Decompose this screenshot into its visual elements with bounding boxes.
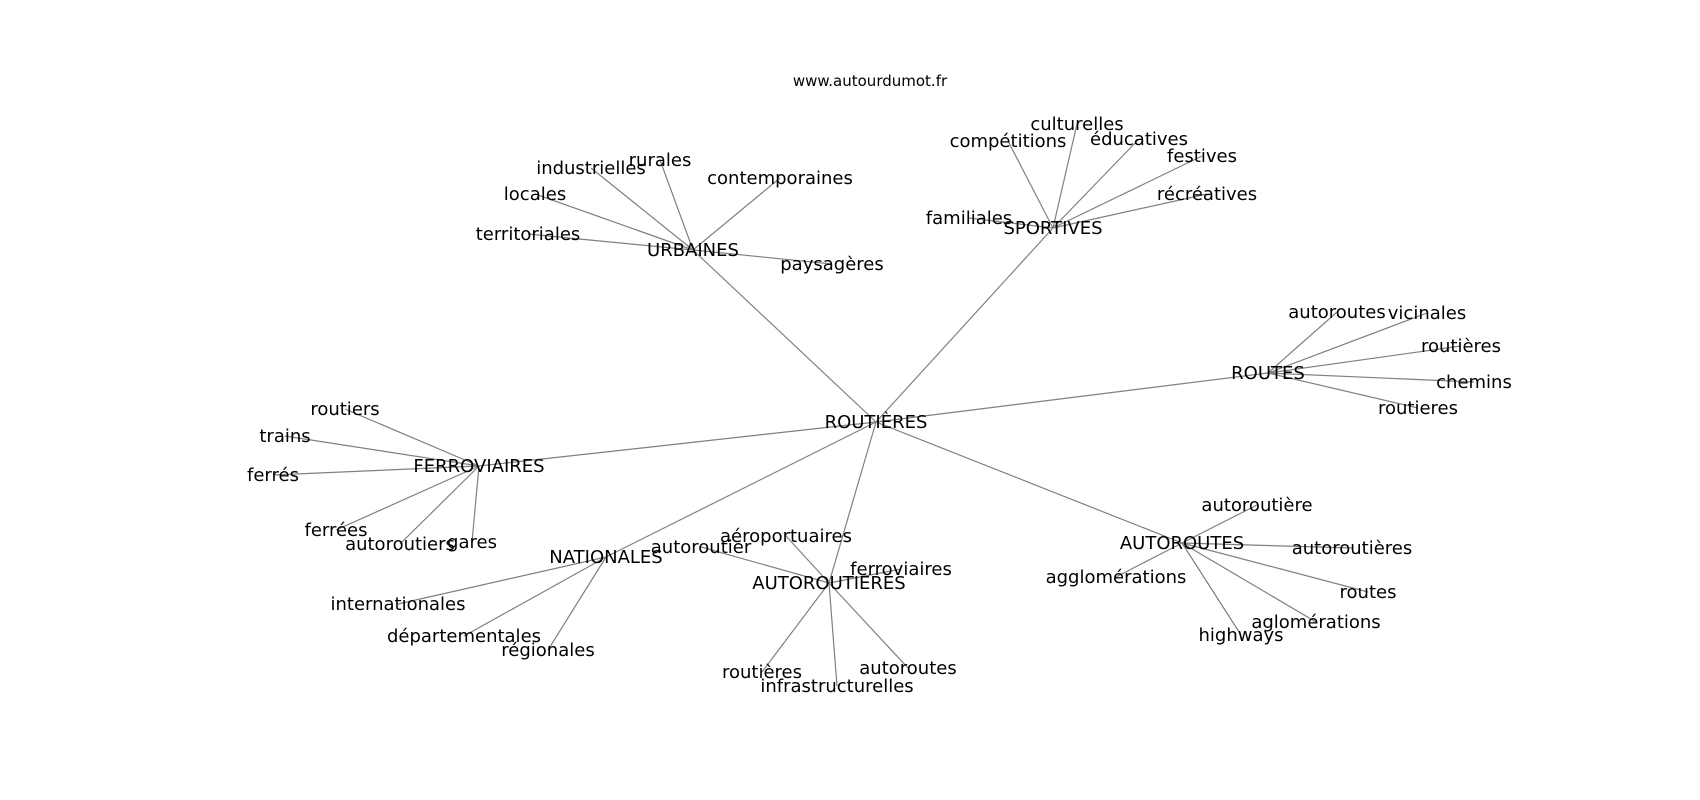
edge-urbaines-territoriales bbox=[527, 233, 694, 251]
node-leaf-sportives-recreatives: récréatives bbox=[1157, 184, 1257, 205]
node-leaf-routes-vicinales: vicinales bbox=[1388, 303, 1466, 324]
node-leaf-sportives-competitions: compétitions bbox=[950, 131, 1067, 152]
node-leaf-autoroutieres-autoroutier: autoroutier bbox=[651, 537, 752, 558]
edge-sportives-educatives bbox=[1052, 138, 1140, 229]
edge-routes-vicinales bbox=[1267, 312, 1428, 374]
edge-autoroutieres-autoroutes bbox=[828, 582, 909, 669]
edge-sportives-culturelles bbox=[1052, 123, 1078, 229]
edge-autoroutes-aglomerations bbox=[1181, 542, 1317, 623]
node-leaf-sportives-festives: festives bbox=[1167, 146, 1237, 167]
edge-center-ferroviaires bbox=[478, 421, 877, 467]
node-leaf-sportives-familiales: familiales bbox=[926, 208, 1012, 229]
node-leaf-ferroviaires-autoroutiers: autoroutiers bbox=[345, 534, 455, 555]
edge-routes-autoroutes bbox=[1267, 311, 1338, 374]
node-leaf-ferroviaires-gares: gares bbox=[447, 532, 497, 553]
node-leaf-autoroutieres-infrastructurelles: infrastructurelles bbox=[760, 676, 913, 697]
edge-ferroviaires-trains bbox=[284, 435, 480, 467]
edge-nationales-regionales bbox=[547, 556, 607, 651]
node-hub-nationales: NATIONALES bbox=[549, 547, 662, 568]
edge-autoroutieres-ferroviaires bbox=[828, 568, 902, 584]
node-leaf-urbaines-rurales: rurales bbox=[629, 150, 692, 171]
node-leaf-nationales-regionales: régionales bbox=[501, 640, 594, 661]
edge-autoroutes-agglomerations bbox=[1115, 542, 1183, 578]
node-leaf-ferroviaires-ferres: ferrés bbox=[247, 465, 299, 486]
node-hub-ferroviaires: FERROVIAIRES bbox=[413, 456, 544, 477]
edge-center-urbaines bbox=[692, 249, 877, 423]
edge-urbaines-contemporaines bbox=[692, 177, 781, 251]
edge-autoroutieres-aeroportuaires bbox=[785, 535, 830, 584]
node-leaf-routes-routieres: routieres bbox=[1378, 398, 1458, 419]
node-leaf-ferroviaires-trains: trains bbox=[259, 426, 310, 447]
edge-urbaines-rurales bbox=[659, 159, 694, 251]
node-leaf-autoroutes-agglomerations: agglomérations bbox=[1046, 567, 1187, 588]
node-leaf-urbaines-locales: locales bbox=[504, 184, 566, 205]
node-leaf-autoroutieres-ferroviaires: ferroviaires bbox=[850, 559, 952, 580]
edge-urbaines-industrielles bbox=[590, 167, 694, 251]
edge-nationales-internationales bbox=[397, 556, 607, 605]
node-leaf-nationales-departementales: départementales bbox=[387, 626, 541, 647]
edge-sportives-competitions bbox=[1007, 140, 1054, 229]
edge-center-nationales bbox=[605, 421, 877, 558]
node-hub-autoroutes: AUTOROUTES bbox=[1120, 533, 1244, 554]
source-label: www.autourdumot.fr bbox=[793, 72, 948, 90]
node-leaf-sportives-educatives: éducatives bbox=[1090, 129, 1188, 150]
edge-center-autoroutieres bbox=[828, 421, 877, 584]
edge-routes-routieres bbox=[1267, 345, 1462, 374]
edge-sportives-familiales bbox=[968, 217, 1054, 229]
edge-routes-chemins bbox=[1267, 372, 1475, 383]
edge-nationales-departementales bbox=[463, 556, 607, 637]
node-leaf-nationales-internationales: internationales bbox=[330, 594, 465, 615]
node-leaf-routes-autoroutes: autoroutes bbox=[1288, 302, 1385, 323]
edge-sportives-festives bbox=[1052, 155, 1203, 229]
edges bbox=[272, 123, 1475, 687]
edge-center-sportives bbox=[875, 227, 1054, 423]
node-leaf-autoroutes-routes: routes bbox=[1340, 582, 1397, 603]
edge-autoroutes-autoroutieres bbox=[1181, 542, 1353, 549]
edge-autoroutes-routes bbox=[1181, 542, 1369, 593]
node-center: ROUTIÈRES bbox=[825, 411, 928, 433]
node-hub-routes: ROUTES bbox=[1231, 363, 1305, 384]
edge-routes-routieres bbox=[1267, 372, 1419, 409]
node-hub-sportives: SPORTIVES bbox=[1003, 218, 1102, 239]
edge-sportives-recreatives bbox=[1052, 193, 1208, 229]
node-leaf-urbaines-paysageres: paysagères bbox=[780, 254, 883, 275]
node-leaf-autoroutes-highways: highways bbox=[1198, 625, 1283, 646]
edge-ferroviaires-gares bbox=[471, 465, 480, 543]
edge-urbaines-paysageres bbox=[692, 249, 833, 265]
edge-autoroutieres-infrastructurelles bbox=[828, 582, 838, 687]
edge-autoroutieres-autoroutier bbox=[700, 546, 830, 584]
node-leaf-routes-chemins: chemins bbox=[1436, 372, 1512, 393]
node-leaf-autoroutes-autoroutiere: autoroutière bbox=[1201, 495, 1312, 516]
node-leaf-routes-routieres: routières bbox=[1421, 336, 1501, 357]
edge-urbaines-locales bbox=[534, 193, 694, 251]
node-leaf-urbaines-contemporaines: contemporaines bbox=[707, 168, 853, 189]
node-leaf-urbaines-industrielles: industrielles bbox=[536, 158, 646, 179]
node-leaf-autoroutes-autoroutieres: autoroutières bbox=[1292, 538, 1413, 559]
edge-ferroviaires-routiers bbox=[344, 408, 480, 467]
node-leaf-sportives-culturelles: culturelles bbox=[1030, 114, 1123, 135]
edge-ferroviaires-autoroutiers bbox=[399, 465, 480, 545]
edge-center-autoroutes bbox=[875, 421, 1183, 544]
node-leaf-urbaines-territoriales: territoriales bbox=[476, 224, 581, 245]
node-leaf-autoroutieres-routieres: routières bbox=[722, 662, 802, 683]
node-hub-autoroutieres: AUTOROUTIERES bbox=[752, 573, 905, 594]
edge-autoroutes-highways bbox=[1181, 542, 1242, 636]
node-leaf-autoroutieres-autoroutes: autoroutes bbox=[859, 658, 956, 679]
node-leaf-ferroviaires-ferrees: ferrées bbox=[304, 520, 367, 541]
edge-center-routes bbox=[875, 372, 1269, 423]
edge-ferroviaires-ferrees bbox=[335, 465, 480, 531]
edge-autoroutieres-routieres bbox=[761, 582, 830, 673]
node-leaf-ferroviaires-routiers: routiers bbox=[310, 399, 379, 420]
edge-ferroviaires-ferres bbox=[272, 465, 480, 476]
node-leaf-autoroutieres-aeroportuaires: aéroportuaires bbox=[720, 526, 852, 547]
node-hub-urbaines: URBAINES bbox=[647, 240, 739, 261]
edge-autoroutes-autoroutiere bbox=[1181, 504, 1258, 544]
node-leaf-autoroutes-aglomerations: aglomérations bbox=[1251, 612, 1380, 633]
